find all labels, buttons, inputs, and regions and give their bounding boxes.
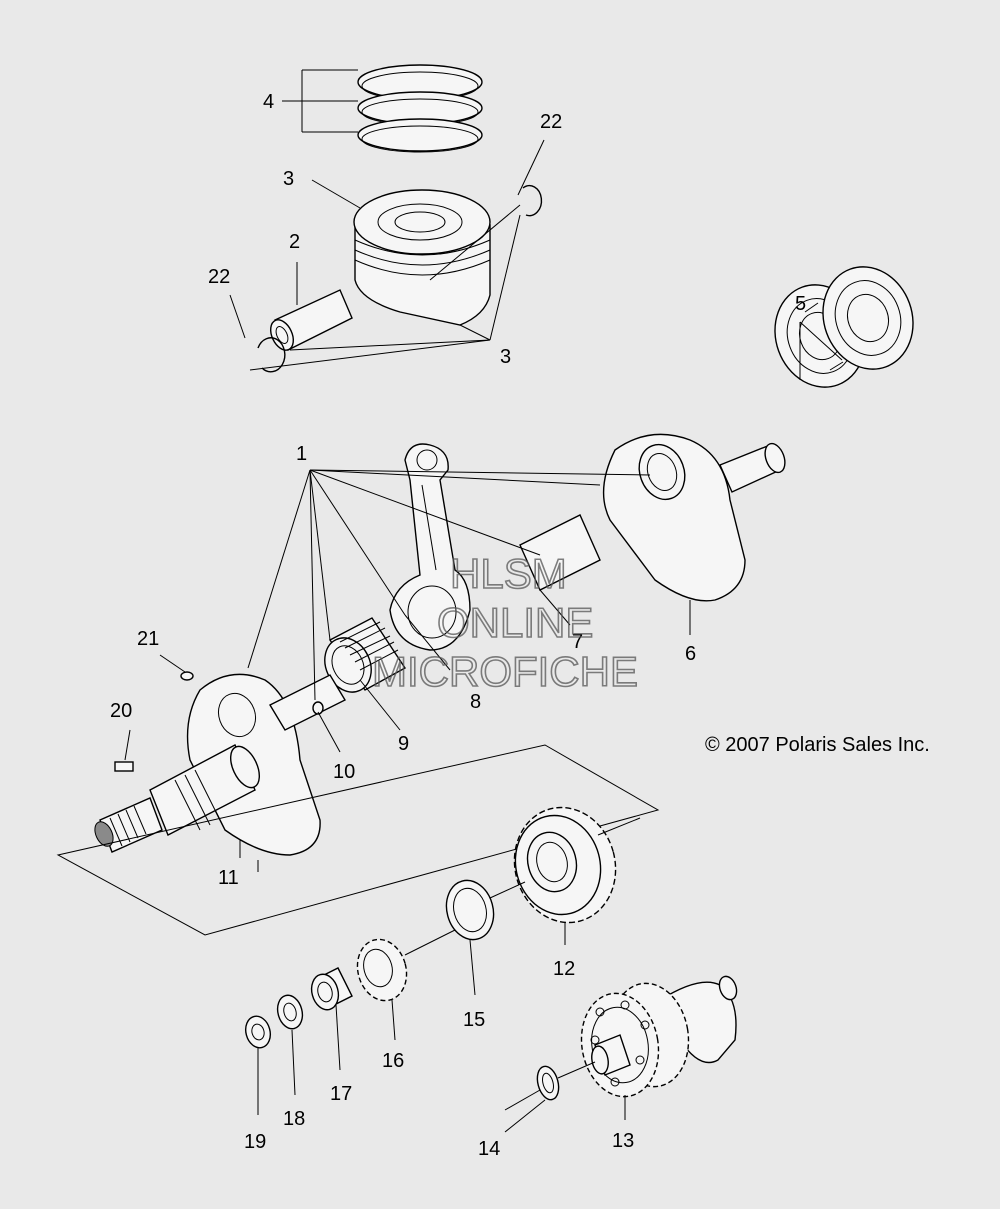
callout-labels: 4 3 2 22 22 3 5 1 6 7 8 9 10 11 20 21 12…: [110, 91, 806, 1160]
main-bearings: [774, 266, 914, 388]
crankshaft-leaders: [124, 469, 691, 872]
callout-7: 7: [572, 631, 583, 653]
crankshaft-right-half: [519, 433, 786, 602]
callout-6: 6: [685, 643, 696, 665]
watermark-line-3: MICROFICHE: [372, 648, 638, 695]
woodruff-key: [180, 671, 194, 681]
callout-4: 4: [263, 91, 274, 113]
callout-10: 10: [333, 761, 355, 783]
callout-22-right: 22: [540, 111, 562, 133]
watermark-line-1: HLSM: [450, 550, 567, 597]
callout-5: 5: [795, 293, 806, 315]
balance-shaft: [580, 975, 738, 1098]
callout-20: 20: [110, 700, 132, 722]
crankpin-key: [114, 761, 134, 772]
crankshaft-left-half: [94, 673, 346, 856]
connecting-rod: [389, 443, 471, 651]
crank-gear: [513, 806, 617, 924]
callout-13: 13: [612, 1130, 634, 1152]
watermark: HLSM ONLINE MICROFICHE: [371, 549, 639, 696]
callout-22-left: 22: [208, 266, 230, 288]
piston: [353, 189, 491, 326]
callout-12: 12: [553, 958, 575, 980]
callout-21: 21: [137, 628, 159, 650]
lock-washer: [276, 994, 304, 1030]
callout-3-pin-group: 3: [500, 346, 511, 368]
callout-1: 1: [296, 443, 307, 465]
callout-15: 15: [463, 1009, 485, 1031]
needle-bearing: [324, 617, 407, 693]
assembly-outline: [56, 744, 660, 936]
piston-pin-circlip-right: [522, 184, 543, 217]
callout-11: 11: [218, 867, 239, 889]
callout-3-piston: 3: [283, 168, 294, 190]
callout-19: 19: [244, 1131, 266, 1153]
nut: [244, 1015, 272, 1049]
callout-8: 8: [470, 691, 481, 713]
piston-pin: [269, 289, 353, 351]
castle-nut: [310, 967, 353, 1011]
thrust-washer: [445, 879, 495, 941]
callout-2: 2: [289, 231, 300, 253]
crank-dowel: [312, 701, 324, 715]
gear-axis-leaders: [257, 817, 641, 1115]
timing-sprocket: [356, 938, 408, 1002]
callout-17: 17: [330, 1083, 352, 1105]
piston-rings: [357, 64, 483, 153]
balance-shaft-washer: [536, 1065, 560, 1101]
callout-16: 16: [382, 1050, 404, 1072]
callout-18: 18: [283, 1108, 305, 1130]
callout-14: 14: [478, 1138, 500, 1160]
watermark-line-2: ONLINE: [437, 599, 593, 646]
callout-9: 9: [398, 733, 409, 755]
balance-shaft-leaders: [504, 1061, 626, 1133]
piston-pin-circlip-left: [257, 337, 286, 373]
copyright-notice: © 2007 Polaris Sales Inc.: [705, 734, 930, 756]
piston-leaders: [229, 69, 545, 371]
